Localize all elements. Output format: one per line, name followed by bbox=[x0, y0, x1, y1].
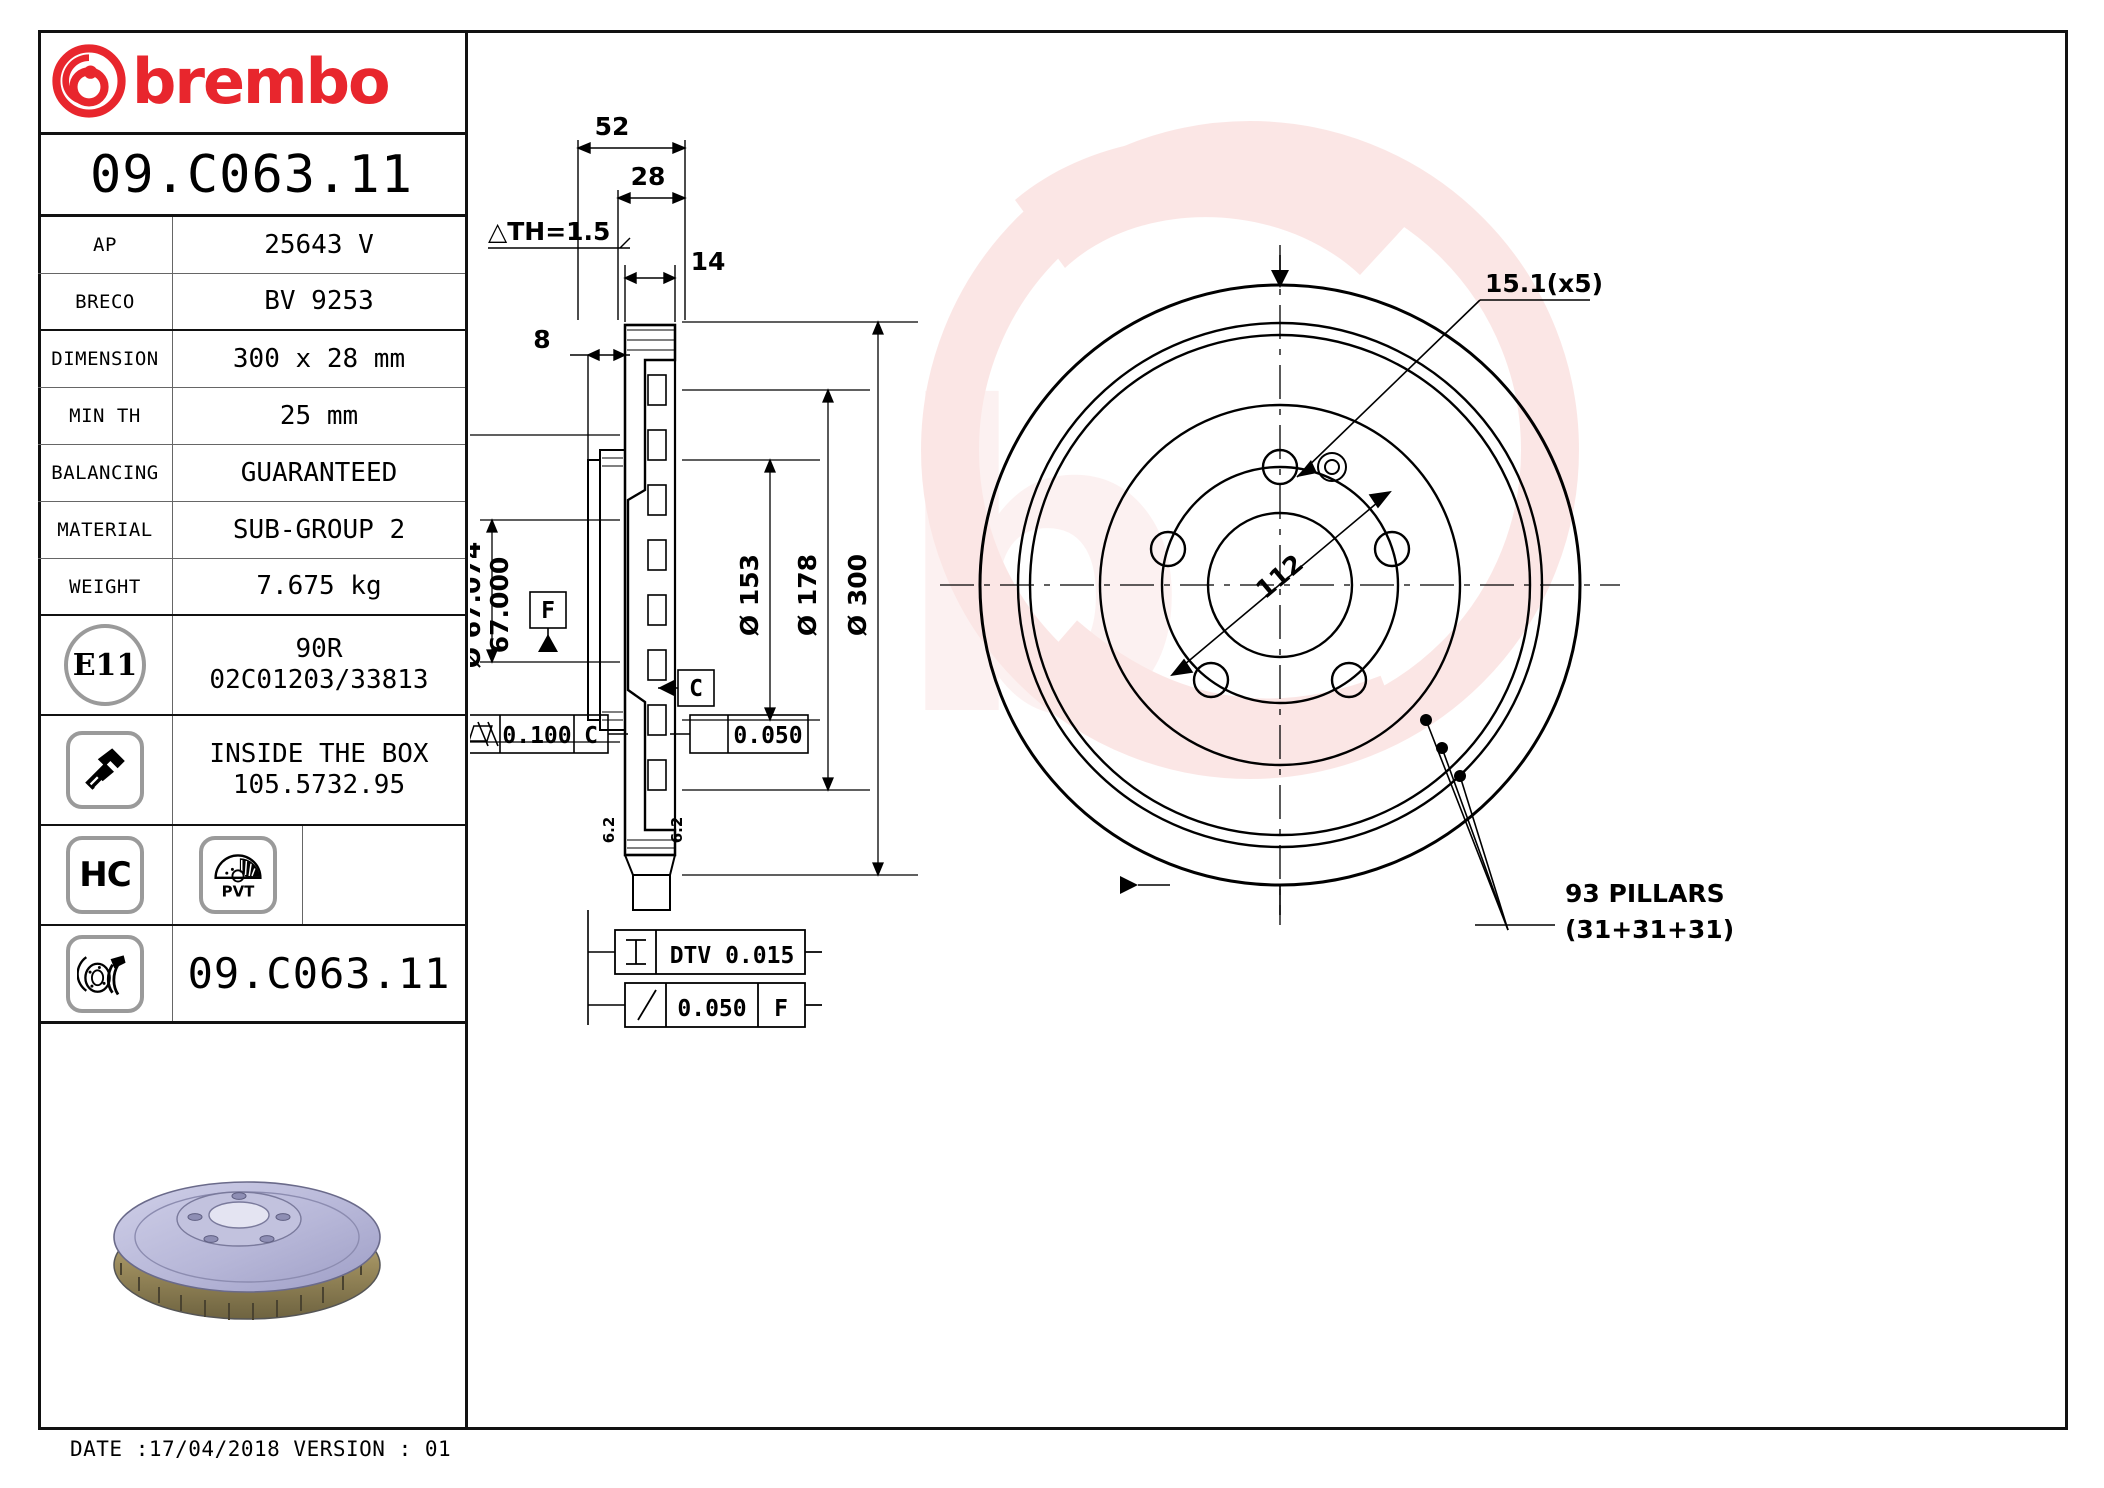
spec-value: 25 mm bbox=[279, 400, 359, 431]
dim-small-62-right: 6.2 bbox=[668, 817, 686, 844]
spec-row-badges: HC PVT bbox=[38, 826, 465, 926]
gdt-runout-datum: F bbox=[774, 996, 788, 1022]
brand-logo-row: brembo bbox=[38, 30, 465, 135]
hc-badge-label: HC bbox=[79, 855, 131, 895]
brand-name: brembo bbox=[132, 44, 391, 118]
screw-icon bbox=[85, 748, 125, 793]
spec-row-material: MATERIAL SUB-GROUP 2 bbox=[38, 502, 465, 559]
screw-icon-cell bbox=[38, 716, 173, 824]
spec-row-min-th: MIN TH 25 mm bbox=[38, 388, 465, 445]
dim-disc-thickness: 14 bbox=[691, 247, 726, 276]
dim-flange-thickness: 8 bbox=[533, 325, 550, 354]
dim-dia-67074: Ø 67.074 bbox=[470, 542, 486, 668]
spec-label: DIMENSION bbox=[38, 331, 173, 387]
pvt-badge-frame: PVT bbox=[198, 836, 277, 914]
spec-label: BRECO bbox=[38, 274, 173, 329]
spec-label: MIN TH bbox=[38, 388, 173, 444]
disc-part-number: 09.C063.11 bbox=[187, 949, 451, 998]
spec-panel: brembo 09.C063.11 AP 25643 V BRECO BV 92… bbox=[38, 30, 468, 1430]
datum-c-label: C bbox=[689, 676, 703, 702]
brake-disc-icon-frame bbox=[66, 934, 144, 1013]
dim-bolt-hole-dia: 15.1(x5) bbox=[1485, 269, 1603, 298]
dim-hat-offset: 28 bbox=[631, 162, 666, 191]
pvt-badge-label: PVT bbox=[221, 882, 254, 900]
spec-row-dimension: DIMENSION 300 x 28 mm bbox=[38, 331, 465, 388]
spec-value: GUARANTEED bbox=[240, 457, 398, 488]
gdt-dtv-value: DTV 0.015 bbox=[670, 943, 795, 969]
inside-box-line2: 105.5732.95 bbox=[232, 770, 406, 800]
drawing-frame bbox=[38, 30, 2068, 1430]
gdt-flatness-value: 0.050 bbox=[733, 723, 802, 749]
spec-row-weight: WEIGHT 7.675 kg bbox=[38, 559, 465, 616]
spec-label: MATERIAL bbox=[38, 502, 173, 558]
product-photo-cell bbox=[38, 1024, 465, 1444]
dim-dia-153: Ø 153 bbox=[735, 554, 764, 636]
brake-disc-photo bbox=[112, 1181, 381, 1320]
spec-value: 25643 V bbox=[264, 229, 374, 260]
datum-f-label: F bbox=[541, 598, 555, 624]
brake-disc-pvt-icon: PVT bbox=[213, 854, 262, 900]
screw-icon-frame bbox=[66, 731, 144, 809]
dim-small-62-left: 6.2 bbox=[600, 817, 618, 844]
spec-label: AP bbox=[38, 217, 173, 273]
spec-row-ap: AP 25643 V bbox=[38, 217, 465, 274]
pillars-line1: 93 PILLARS bbox=[1565, 879, 1725, 908]
inside-box-line1: INSIDE THE BOX bbox=[209, 739, 429, 770]
dim-dia-178: Ø 178 bbox=[793, 554, 822, 636]
spec-row-inside-box: INSIDE THE BOX 105.5732.95 bbox=[38, 716, 465, 826]
dim-overall-width: 52 bbox=[595, 112, 630, 141]
spec-row-breco: BRECO BV 9253 bbox=[38, 274, 465, 331]
spec-value: 300 x 28 mm bbox=[232, 343, 406, 374]
technical-drawing: 52 28 14 8 △TH=1.5 bbox=[470, 112, 1734, 1028]
spec-row-homologation: E11 90R 02C01203/33813 bbox=[38, 616, 465, 716]
homologation-line2: 02C01203/33813 bbox=[209, 665, 429, 695]
dim-pcd: 112 bbox=[1250, 549, 1309, 605]
homologation-line1: 90R bbox=[295, 634, 343, 665]
e11-badge: E11 bbox=[64, 624, 146, 706]
spec-label: WEIGHT bbox=[38, 559, 173, 614]
pvt-badge-cell: PVT bbox=[173, 826, 303, 924]
part-number-header: 09.C063.11 bbox=[38, 135, 465, 217]
e11-mark-cell: E11 bbox=[38, 616, 173, 714]
gdt-parallelism-datum: C bbox=[584, 723, 598, 749]
spec-row-balancing: BALANCING GUARANTEED bbox=[38, 445, 465, 502]
gdt-parallelism-value: 0.100 bbox=[502, 723, 571, 749]
homologation-value: 90R 02C01203/33813 bbox=[173, 616, 465, 714]
gdt-runout-value: 0.050 bbox=[677, 996, 746, 1022]
inside-box-value: INSIDE THE BOX 105.5732.95 bbox=[173, 716, 465, 824]
dim-th-tolerance: △TH=1.5 bbox=[488, 217, 610, 246]
hc-badge-frame: HC bbox=[66, 836, 144, 914]
spec-value: SUB-GROUP 2 bbox=[232, 514, 406, 545]
spec-row-disc-partno: 09.C063.11 bbox=[38, 926, 465, 1024]
brake-disc-icon bbox=[77, 954, 126, 995]
spec-value: 7.675 kg bbox=[256, 571, 382, 602]
pillars-line2: (31+31+31) bbox=[1565, 915, 1734, 944]
dim-dia-67000: 67.000 bbox=[485, 557, 514, 653]
spec-label: BALANCING bbox=[38, 445, 173, 501]
part-number-value: 09.C063.11 bbox=[89, 144, 414, 205]
spec-value: BV 9253 bbox=[264, 286, 374, 317]
footer-date-version: DATE :17/04/2018 VERSION : 01 bbox=[70, 1437, 452, 1461]
hc-badge-cell: HC bbox=[38, 826, 173, 924]
brake-disc-icon-cell bbox=[38, 926, 173, 1021]
brembo-b-logo-icon bbox=[52, 44, 126, 118]
dim-dia-300: Ø 300 bbox=[843, 554, 872, 636]
